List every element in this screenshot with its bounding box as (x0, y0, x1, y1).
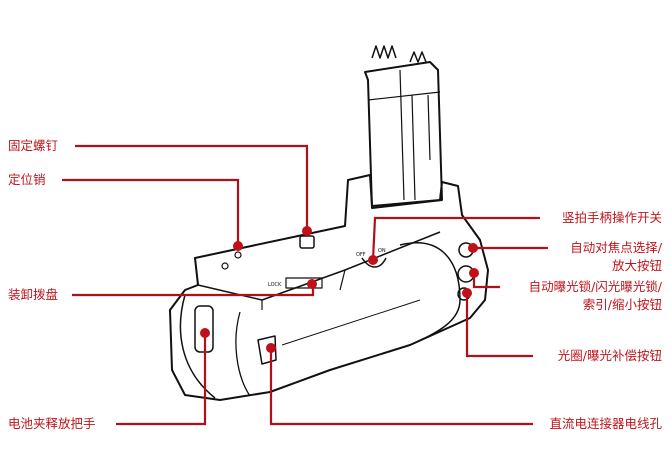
off-mark: OFF (356, 252, 366, 258)
battery-magazine (364, 61, 443, 209)
dot-locating-pin (233, 241, 243, 251)
leader-grip-switch (371, 216, 540, 261)
lock-mark: LOCK (268, 282, 282, 288)
dot-release-handle (200, 328, 210, 338)
grip-top (169, 174, 489, 401)
leader-release-handle (116, 333, 207, 426)
label-release-handle: 电池夹释放把手 (8, 416, 96, 431)
label-ae-lock-1: 自动曝光锁/闪光曝光锁/ (528, 279, 662, 294)
label-grip-switch: 竖拍手柄操作开关 (561, 210, 662, 225)
label-ae-lock-2: 索引/缩小按钮 (582, 297, 662, 312)
dot-af-point (468, 243, 478, 253)
dot-mount-dial (307, 279, 317, 289)
leader-aperture (465, 293, 533, 358)
label-mount-dial: 装卸拨盘 (8, 287, 59, 302)
dot-grip-switch (368, 255, 378, 265)
label-locating-pin: 定位销 (8, 172, 46, 187)
leader-fixing-screw (75, 144, 309, 231)
leader-dc-hole (269, 348, 533, 426)
mount-dial-shape (285, 277, 323, 289)
leader-locating-pin (62, 178, 240, 246)
dot-dc-hole (266, 343, 276, 353)
dc-cover-shape (257, 335, 277, 365)
on-mark: ON (378, 248, 386, 254)
label-aperture: 光圈/曝光补偿按钮 (557, 348, 662, 363)
label-fixing-screw: 固定螺钉 (8, 138, 59, 153)
label-af-point-2: 放大按钮 (611, 258, 662, 273)
grip-switch-shape (361, 257, 387, 268)
label-af-point-1: 自动对焦点选择/ (570, 240, 662, 255)
dot-fixing-screw (302, 226, 312, 236)
dot-aperture (462, 288, 472, 298)
fixing-screw-shape (299, 235, 315, 249)
label-dc-hole: 直流电连接器电线孔 (549, 416, 662, 431)
dot-ae-lock (469, 268, 479, 278)
